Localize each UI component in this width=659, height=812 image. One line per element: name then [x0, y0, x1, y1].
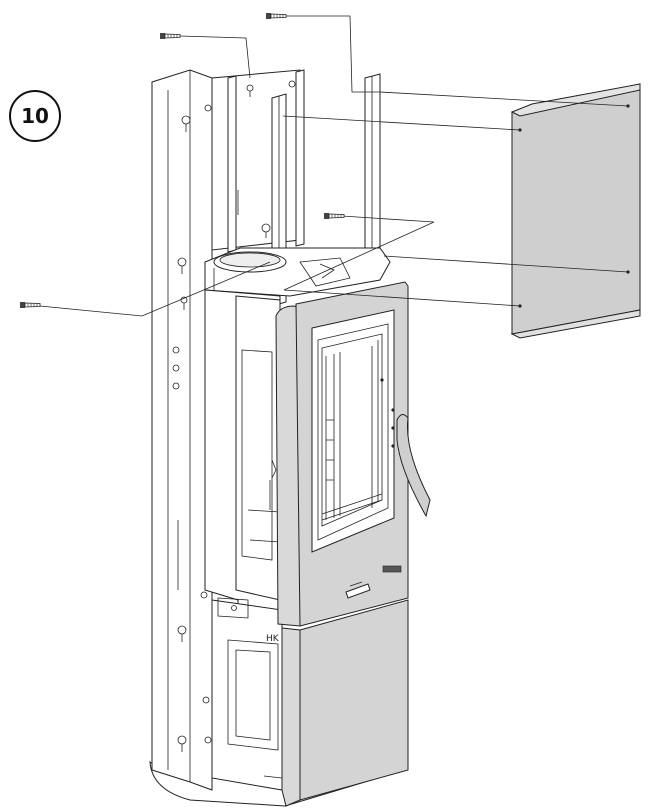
top-plate [204, 247, 391, 297]
screws [20, 13, 345, 308]
logo-plate-icon [382, 565, 402, 573]
front-lower-cladding [281, 599, 409, 807]
screw-icon [324, 213, 345, 219]
left-post [151, 69, 213, 791]
rear-panel [211, 69, 301, 251]
guide-lines [39, 15, 629, 317]
screw-icon [160, 33, 181, 39]
front-upper-cladding [275, 281, 431, 627]
step-number: 10 [21, 104, 49, 128]
storage-compartment: HK [211, 597, 283, 791]
screw-icon [266, 13, 287, 19]
firebox-side [204, 289, 281, 621]
stove-assembly: HK [149, 69, 431, 807]
hk-label: HK [266, 634, 280, 644]
keyhole-slots [172, 104, 212, 752]
air-slider [345, 583, 371, 599]
step-badge: 10 [9, 90, 61, 142]
door-handle-icon [396, 414, 431, 518]
screw-icon [20, 302, 41, 308]
side-cover-panel [510, 83, 641, 339]
